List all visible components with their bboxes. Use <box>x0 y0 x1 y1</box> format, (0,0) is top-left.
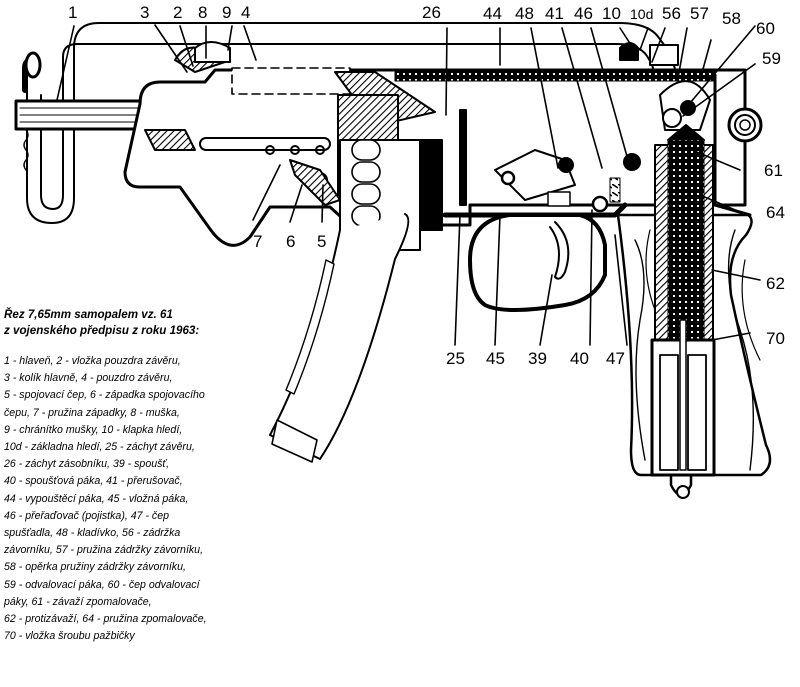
callout-41: 41 <box>545 4 564 23</box>
callout-26: 26 <box>422 3 441 22</box>
legend-line: spušťadla, 48 - kladívko, 56 - zádržka <box>4 527 181 540</box>
legend-line: 58 - opěrka pružiny zádržky závorníku, <box>4 561 186 574</box>
callout-7: 7 <box>253 232 263 251</box>
callout-46: 46 <box>574 4 593 23</box>
callout-61: 61 <box>764 161 783 180</box>
legend-line: 40 - spoušťová páka, 41 - přerušovač, <box>4 475 183 488</box>
trigger-group <box>442 149 641 312</box>
legend-line: 59 - odvalovací páka, 60 - čep odvalovac… <box>4 578 200 591</box>
legend-line: páky, 61 - závaží zpomalovače, <box>4 595 152 608</box>
legend-line: 26 - záchyt zásobníku, 39 - spoušť, <box>4 458 170 471</box>
callout-2: 2 <box>173 3 183 22</box>
callout-9: 9 <box>222 3 232 22</box>
callout-5: 5 <box>317 232 327 251</box>
callout-1: 1 <box>68 3 78 22</box>
callout-4: 4 <box>241 3 251 22</box>
folding-stock <box>22 22 680 224</box>
callout-44: 44 <box>483 4 502 23</box>
callout-60: 60 <box>756 19 775 38</box>
callout-10d: 10d <box>630 6 654 22</box>
legend-line: 46 - přeřaďovač (pojistka), 47 - čep <box>4 509 170 522</box>
callout-62: 62 <box>766 274 785 293</box>
callout-47: 47 <box>606 349 625 368</box>
legend-line: 3 - kolík hlavně, 4 - pouzdro závěru, <box>4 372 173 385</box>
legend-line: 1 - hlaveň, 2 - vložka pouzdra závěru, <box>4 355 181 367</box>
callout-57: 57 <box>690 4 709 23</box>
caption-title-line: Řez 7,65mm samopalem vz. 61 <box>4 308 173 321</box>
legend-line: 44 - vypouštěcí páka, 45 - vložná páka, <box>4 492 189 505</box>
pistol-grip <box>616 124 772 499</box>
legend-line: 70 - vložka šroubu pažbičky <box>4 630 135 643</box>
legend-line: 62 - protizávaží, 64 - pružina zpomalova… <box>4 613 207 626</box>
legend-line: závorníku, 57 - pružina zádržky závorník… <box>4 544 204 557</box>
callout-45: 45 <box>486 349 505 368</box>
callout-48: 48 <box>515 4 534 23</box>
callout-10: 10 <box>602 4 621 23</box>
legend-line: 5 - spojovací čep, 6 - západka spojovací… <box>4 389 205 402</box>
legend-line: 9 - chránítko mušky, 10 - klapka hledí, <box>4 423 183 436</box>
caption-title-line: z vojenského předpisu z roku 1963: <box>4 324 200 337</box>
legend-line: čepu, 7 - pružina západky, 8 - muška, <box>4 406 180 419</box>
legend-line: 10d - základna hledí, 25 - záchyt závěru… <box>4 441 195 454</box>
callout-25: 25 <box>446 349 465 368</box>
callout-39: 39 <box>528 349 547 368</box>
callout-leader-lines <box>56 24 761 346</box>
callout-70: 70 <box>766 329 785 348</box>
callout-3: 3 <box>140 3 150 22</box>
callout-8: 8 <box>198 3 208 22</box>
parts-legend: 1 - hlaveň, 2 - vložka pouzdra závěru, 3… <box>4 353 274 645</box>
callout-58: 58 <box>722 9 741 28</box>
callout-59: 59 <box>762 49 781 68</box>
callout-40: 40 <box>570 349 589 368</box>
callout-6: 6 <box>286 232 296 251</box>
callout-56: 56 <box>662 4 681 23</box>
magazine <box>269 139 443 463</box>
callout-64: 64 <box>766 203 785 222</box>
figure-caption: Řez 7,65mm samopalem vz. 61 z vojenského… <box>4 307 274 645</box>
